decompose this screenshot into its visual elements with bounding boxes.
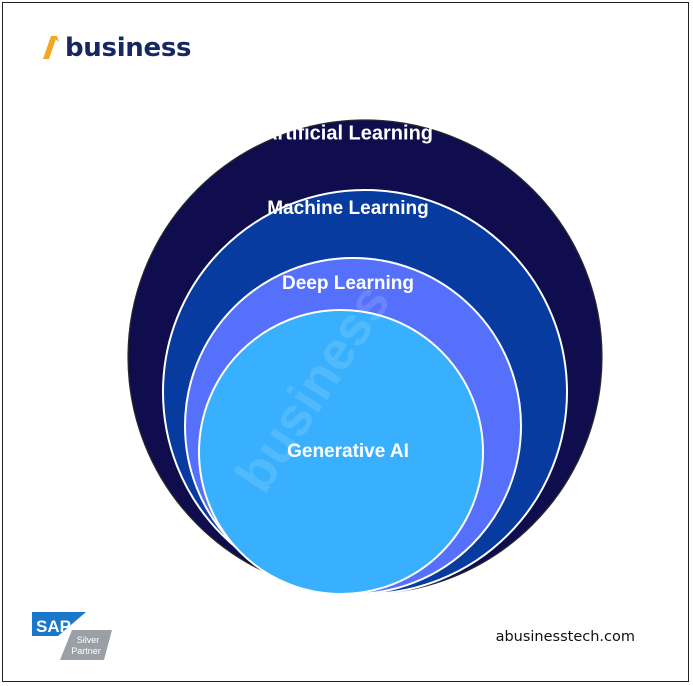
artificial-learning-label: Artificial Learning xyxy=(263,122,433,144)
logo-mark-icon xyxy=(43,36,59,59)
machine-learning-label: Machine Learning xyxy=(267,198,429,219)
sap-logo-text: SAP xyxy=(36,617,71,636)
partner-line2: Partner xyxy=(71,646,101,656)
generative-ai-label: Generative AI xyxy=(287,441,409,462)
logo-text: business xyxy=(65,33,192,63)
brand-logo: business xyxy=(43,33,192,67)
sap-partner-badge: SAP Silver Partner xyxy=(32,612,112,660)
partner-band xyxy=(60,630,112,660)
deep-learning-label: Deep Learning xyxy=(282,273,414,294)
partner-line1: Silver xyxy=(77,635,100,645)
website-url: abusinesstech.com xyxy=(495,629,635,645)
sap-logo-shape xyxy=(32,612,86,636)
generative-ai-circle xyxy=(198,309,484,595)
